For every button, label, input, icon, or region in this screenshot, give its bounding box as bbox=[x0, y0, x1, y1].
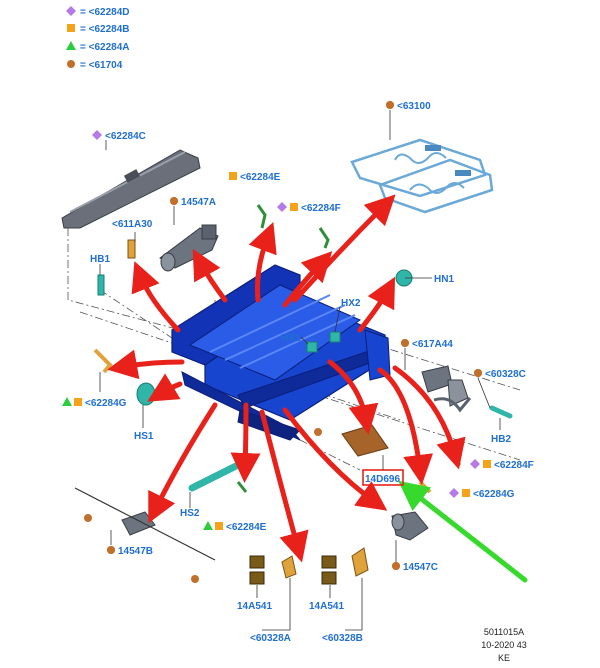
label-circle-icon bbox=[170, 197, 178, 205]
label-hx1: HX1 bbox=[281, 333, 301, 344]
part-labels: <63100 <62284C <62284E 14547A <62284F <6… bbox=[62, 101, 534, 644]
side-rail-component bbox=[61, 149, 201, 229]
label-hx2: HX2 bbox=[341, 298, 361, 309]
seat-spring-mat bbox=[350, 138, 494, 214]
label-square-icon bbox=[462, 489, 470, 497]
label-square-icon bbox=[483, 460, 491, 468]
fastener-circle-icon bbox=[191, 575, 199, 583]
legend-triangle-icon bbox=[66, 41, 76, 50]
legend-diamond-icon bbox=[66, 6, 76, 16]
legend-text-62284d: = <62284D bbox=[80, 7, 130, 18]
sensor-hb1-hb2 bbox=[97, 274, 513, 419]
label-62284f-right: <62284F bbox=[494, 460, 534, 471]
footer-date-code: 10-2020 43 bbox=[481, 640, 527, 650]
label-hn1: HN1 bbox=[434, 274, 454, 285]
label-60328c: <60328C bbox=[485, 369, 526, 380]
label-diamond-icon bbox=[449, 488, 459, 498]
label-14547a: 14547A bbox=[181, 197, 216, 208]
label-hs2: HS2 bbox=[180, 508, 200, 519]
fastener-circle-icon bbox=[314, 428, 322, 436]
label-611a30: <611A30 bbox=[112, 219, 153, 230]
label-diamond-icon bbox=[277, 202, 287, 212]
label-62284c: <62284C bbox=[105, 131, 146, 142]
motor-14547b bbox=[74, 487, 216, 561]
label-diamond-icon bbox=[92, 130, 102, 140]
label-617a44: <617A44 bbox=[412, 339, 453, 350]
label-circle-icon bbox=[474, 369, 482, 377]
label-circle-icon bbox=[392, 562, 400, 570]
red-arrows bbox=[107, 194, 466, 563]
legend: = <62284D = <62284B = <62284A = <61704 bbox=[66, 6, 130, 71]
legend-square-icon bbox=[67, 24, 75, 32]
label-62284g-right: <62284G bbox=[473, 489, 515, 500]
trim-pad-14d696 bbox=[341, 424, 389, 457]
motor-617a44 bbox=[421, 365, 469, 407]
legend-text-62284b: = <62284B bbox=[80, 24, 130, 35]
label-square-icon bbox=[74, 398, 82, 406]
footer-suffix: KE bbox=[498, 653, 510, 663]
label-62284e-top: <62284E bbox=[240, 172, 281, 183]
fastener-circle-icon bbox=[84, 514, 92, 522]
label-circle-icon bbox=[386, 101, 394, 109]
label-square-icon bbox=[229, 172, 237, 180]
label-square-icon bbox=[290, 203, 298, 211]
label-diamond-icon bbox=[470, 459, 480, 469]
label-14547c: 14547C bbox=[403, 562, 438, 573]
footer-drawing-number: 5011015A bbox=[484, 627, 524, 637]
label-square-icon bbox=[215, 522, 223, 530]
label-hs1: HS1 bbox=[134, 431, 154, 442]
motor-14547a bbox=[159, 224, 219, 272]
label-14547b: 14547B bbox=[118, 546, 153, 557]
label-hb1: HB1 bbox=[90, 254, 110, 265]
legend-text-62284a: = <62284A bbox=[80, 42, 130, 53]
label-triangle-icon bbox=[203, 521, 213, 530]
legend-text-61704: = <61704 bbox=[80, 60, 123, 71]
leader-lines bbox=[99, 110, 501, 631]
motor-14547c bbox=[391, 511, 429, 541]
label-60328a: <60328A bbox=[250, 633, 291, 644]
label-triangle-icon bbox=[62, 397, 72, 406]
label-63100: <63100 bbox=[397, 101, 431, 112]
label-hb2: HB2 bbox=[491, 434, 511, 445]
label-62284f-top: <62284F bbox=[301, 203, 341, 214]
label-60328b: <60328B bbox=[322, 633, 363, 644]
label-62284g-left: <62284G bbox=[85, 398, 127, 409]
label-14a541-a: 14A541 bbox=[237, 601, 272, 612]
label-62284e-bottom: <62284E bbox=[226, 522, 267, 533]
green-pointer-arrow bbox=[398, 480, 528, 583]
label-circle-icon bbox=[107, 546, 115, 554]
drawing-footer: 5011015A 10-2020 43 KE bbox=[481, 627, 527, 663]
legend-circle-icon bbox=[67, 60, 75, 68]
label-14a541-b: 14A541 bbox=[309, 601, 344, 612]
seat-frame bbox=[171, 264, 391, 441]
label-circle-icon bbox=[401, 339, 409, 347]
wiring-harness-14a541 bbox=[249, 547, 369, 585]
label-14d696: 14D696 bbox=[365, 474, 400, 485]
